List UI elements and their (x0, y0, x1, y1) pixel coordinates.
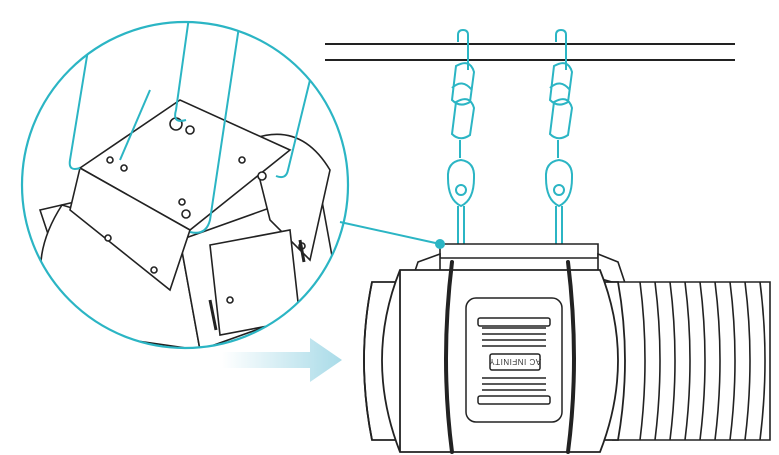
direction-arrow (222, 338, 342, 382)
brand-label: AC INFINITY (489, 357, 541, 366)
rope-ratchet-hanger-left (446, 28, 476, 244)
flexible-duct (612, 281, 771, 441)
hanging-straps (444, 260, 576, 454)
zoom-callout-circle (20, 20, 350, 350)
fan-label-plate (465, 297, 563, 423)
rope-ratchet-hanger-right (544, 28, 574, 244)
overhead-bar (325, 43, 735, 61)
callout-connector (339, 221, 445, 249)
